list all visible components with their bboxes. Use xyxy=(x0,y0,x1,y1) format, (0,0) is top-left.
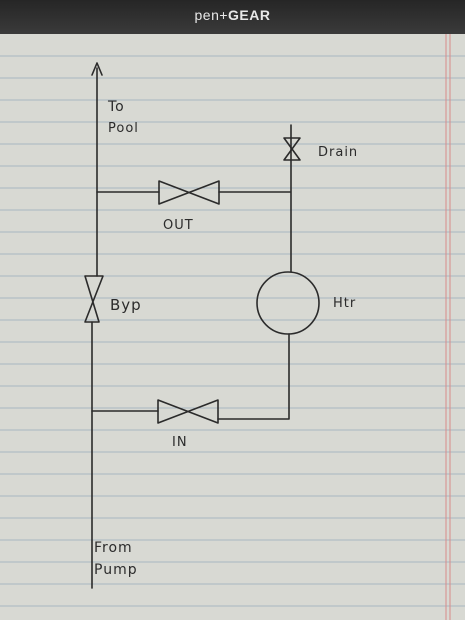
out-label: OUT xyxy=(163,218,194,233)
notebook-header: pen+GEAR xyxy=(0,0,465,34)
from-pump-label-line1: From xyxy=(94,540,133,556)
heater-label: Htr xyxy=(333,296,356,311)
brand-logo: pen+GEAR xyxy=(0,7,465,23)
heater-icon xyxy=(256,271,320,335)
in-valve-icon xyxy=(157,399,219,424)
brand-suffix: GEAR xyxy=(228,7,271,23)
out-valve-icon xyxy=(158,180,220,205)
drain-valve-icon xyxy=(283,137,301,161)
bypass-label: Byp xyxy=(110,296,142,314)
from-pump-label-line2: Pump xyxy=(94,562,138,578)
margin-lines xyxy=(445,34,451,620)
ruled-lines xyxy=(0,55,465,607)
to-pool-label-line1: To xyxy=(107,99,125,115)
in-label: IN xyxy=(172,435,188,450)
to-pool-label-line2: Pool xyxy=(108,121,139,136)
heater-return-pipe xyxy=(217,333,290,420)
brand-prefix: pen+ xyxy=(194,7,229,23)
bypass-valve-icon xyxy=(84,275,104,323)
flow-arrow-icon xyxy=(91,62,103,76)
drain-label: Drain xyxy=(318,145,358,160)
